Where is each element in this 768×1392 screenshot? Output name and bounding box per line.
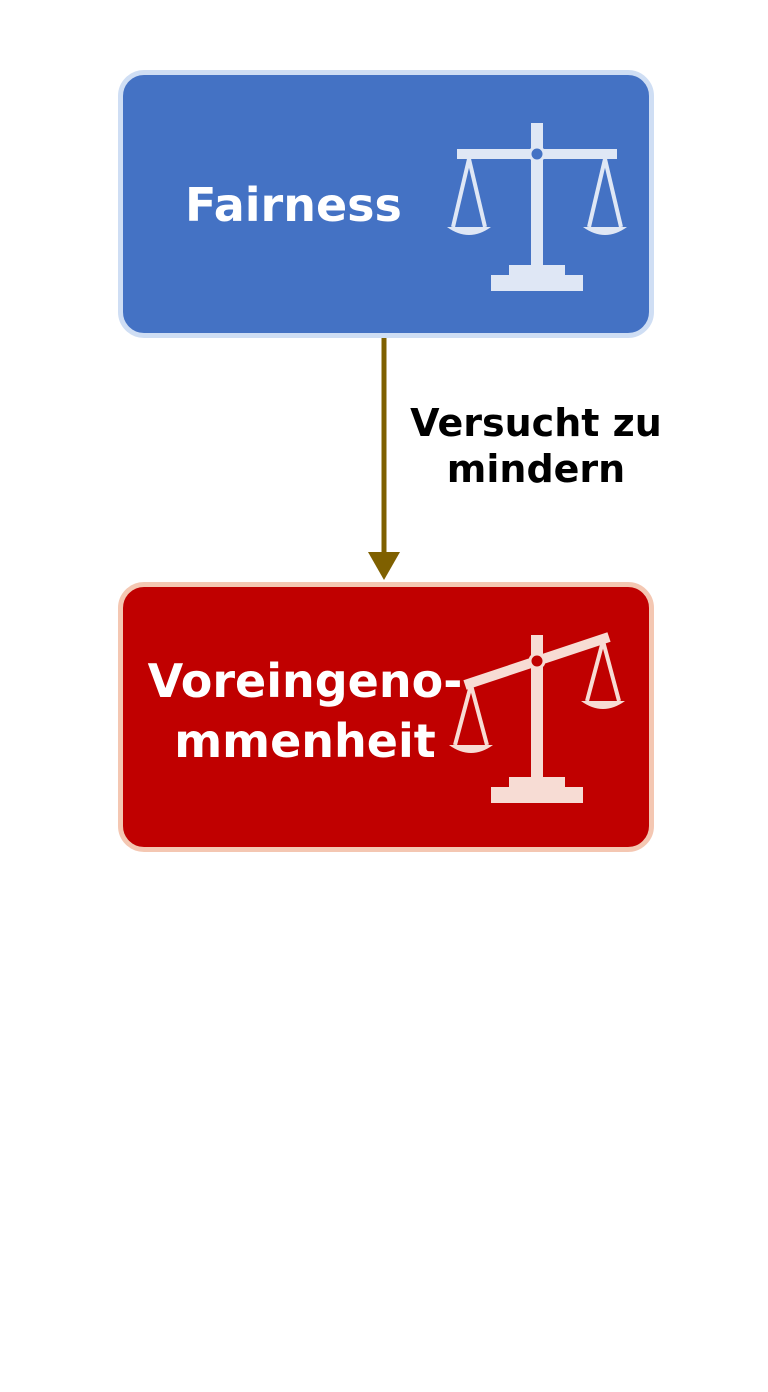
tilted-scale-icon xyxy=(449,632,625,803)
bias-node: Voreingeno- mmenheit xyxy=(118,582,654,852)
fairness-label: Fairness xyxy=(185,178,402,232)
fairness-node: Fairness xyxy=(118,70,654,338)
edge-label: Versucht zu mindern xyxy=(400,400,672,492)
edge-label-line-2: mindern xyxy=(446,447,626,491)
bias-label: Voreingeno- mmenheit xyxy=(145,651,465,771)
balanced-scale-icon xyxy=(447,123,627,291)
edge-label-line-1: Versucht zu xyxy=(410,401,662,445)
bias-label-line-1: Voreingeno- xyxy=(147,654,463,708)
bias-label-line-2: mmenheit xyxy=(174,714,436,768)
arrowhead xyxy=(368,552,400,580)
